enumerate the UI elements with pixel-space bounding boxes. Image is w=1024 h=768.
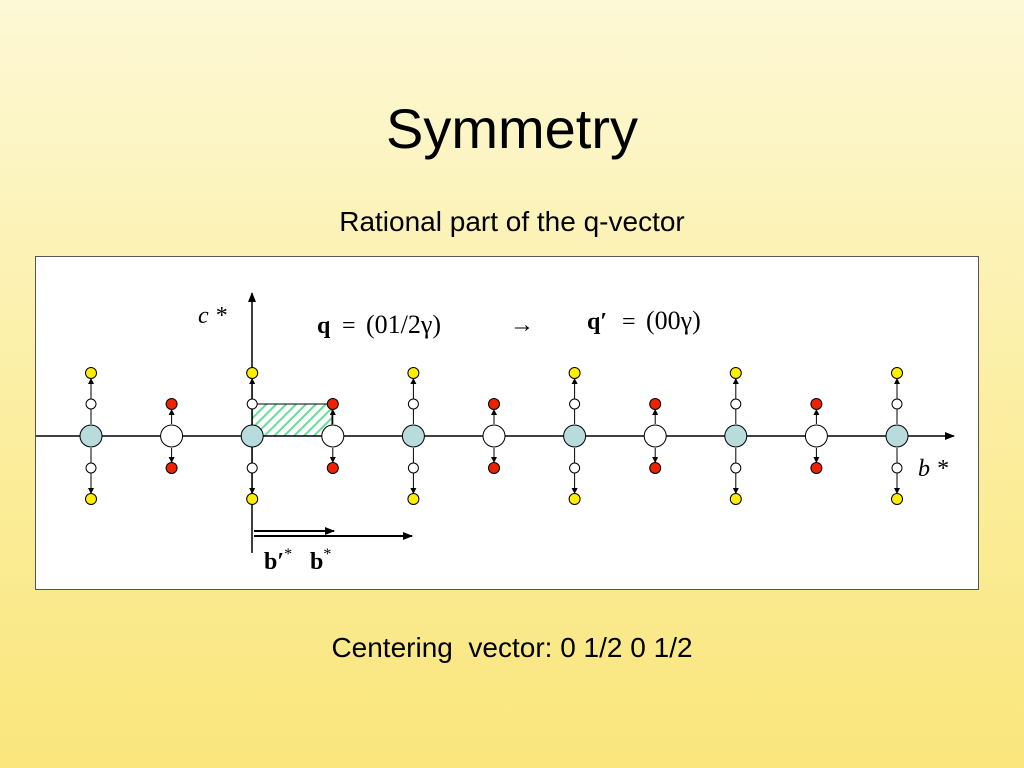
satellite-red	[165, 398, 178, 410]
satellite-yellow	[891, 493, 903, 505]
lattice-points	[79, 367, 909, 505]
lattice-node-main	[79, 424, 103, 448]
satellite-white	[407, 462, 419, 474]
satellite-white	[569, 462, 581, 474]
reciprocal-lattice-diagram: c * b * q = (01/2γ) → q′ = (00γ) b′* b*	[36, 292, 955, 575]
satellite-yellow	[85, 493, 97, 505]
satellite-white	[407, 398, 419, 410]
satellite-yellow	[246, 367, 259, 379]
formula-q-equals: =	[342, 313, 356, 339]
satellite-yellow	[568, 367, 581, 379]
satellite-yellow	[729, 493, 742, 505]
formula-q-symbol: q	[317, 313, 331, 339]
b-prime-vector-label: b′*	[264, 546, 292, 575]
lattice-node-main	[885, 424, 909, 448]
satellite-red	[649, 398, 662, 410]
satellite-white	[246, 462, 258, 474]
b-vector-label: b*	[310, 546, 331, 575]
satellite-yellow	[407, 493, 420, 505]
satellite-red	[488, 398, 500, 410]
formula-arrow: →	[510, 312, 534, 338]
satellite-yellow	[568, 493, 581, 505]
satellite-red	[165, 462, 178, 474]
satellite-yellow	[891, 367, 903, 379]
satellite-yellow	[246, 493, 259, 505]
hatched-cell	[251, 403, 333, 437]
satellite-yellow	[729, 367, 742, 379]
satellite-yellow	[407, 367, 420, 379]
satellite-red	[488, 462, 500, 474]
satellite-red	[326, 398, 339, 410]
formula-q-prime-value: (00γ)	[646, 306, 701, 335]
satellite-white	[891, 462, 903, 474]
formula-q-prime-equals: =	[622, 309, 636, 335]
satellite-red	[810, 398, 823, 410]
satellite-white	[246, 398, 258, 410]
c-star-label: c *	[198, 303, 227, 329]
slide-subtitle: Rational part of the q-vector	[339, 206, 685, 237]
centering-vector-text: Centering vector: 0 1/2 0 1/2	[331, 632, 693, 663]
satellite-red	[326, 462, 339, 474]
lattice-node-half	[482, 424, 506, 448]
satellite-white	[730, 398, 742, 410]
lattice-node-main	[563, 424, 587, 448]
satellite-white	[85, 398, 97, 410]
satellite-red	[649, 462, 662, 474]
lattice-node-main	[240, 424, 264, 448]
formula-q-value: (01/2γ)	[366, 310, 441, 339]
satellite-white	[891, 398, 903, 410]
lattice-node-main	[401, 424, 425, 448]
satellite-white	[730, 462, 742, 474]
satellite-white	[85, 462, 97, 474]
lattice-node-half	[321, 424, 345, 448]
lattice-node-half	[804, 424, 828, 448]
formula-q-prime-symbol: q′	[587, 309, 607, 335]
lattice-node-half	[160, 424, 184, 448]
slide-title: Symmetry	[386, 97, 638, 160]
diagram-panel: c * b * q = (01/2γ) → q′ = (00γ) b′* b*	[35, 256, 979, 590]
satellite-red	[810, 462, 823, 474]
satellite-yellow	[85, 367, 97, 379]
satellite-white	[569, 398, 581, 410]
lattice-node-main	[724, 424, 748, 448]
b-star-label: b *	[918, 456, 948, 482]
lattice-node-half	[643, 424, 667, 448]
